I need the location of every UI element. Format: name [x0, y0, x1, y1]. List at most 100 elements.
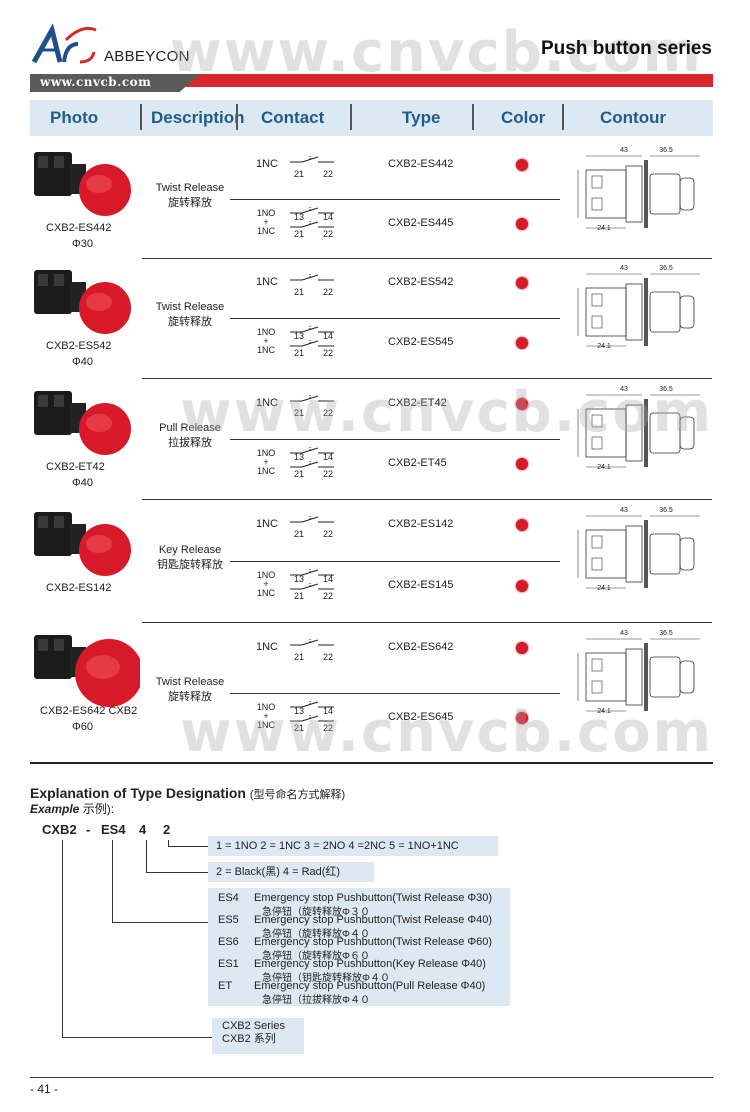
header-red-band	[178, 74, 713, 87]
contour-drawing	[577, 155, 700, 229]
dim-width: 43	[620, 265, 628, 272]
type-nonc: CXB2-ET45	[388, 457, 447, 469]
contour-wrap	[572, 633, 712, 726]
contact-symbol-icon	[290, 461, 334, 468]
code-type: ES4	[101, 822, 126, 837]
contour-drawing	[577, 515, 700, 589]
terminal-13: 13	[293, 212, 304, 222]
series-en: CXB2 Series	[222, 1020, 285, 1032]
example-cn: 示例):	[82, 802, 115, 816]
explanation-title-text: Explanation of Type Designation	[30, 785, 246, 801]
contact-symbol-icon	[290, 516, 334, 523]
product-photo-wrap	[30, 385, 140, 485]
page-number: - 41 -	[30, 1082, 59, 1096]
header-gray-band	[30, 74, 200, 92]
product-photo	[34, 391, 131, 455]
color-dot	[516, 580, 528, 592]
contact-symbol-icon	[290, 701, 334, 708]
dim-base: 24.1	[597, 464, 611, 471]
dim-width2: 36.5	[659, 507, 673, 514]
terminal-14: 14	[322, 706, 333, 716]
type-nonc: CXB2-ES545	[388, 336, 454, 348]
dim-width2: 36.5	[659, 147, 673, 154]
color-dot	[516, 159, 528, 171]
color-dot	[516, 712, 528, 724]
photo-diameter: Φ40	[72, 477, 94, 489]
photo-model: CXB2-ES642 CXB2	[40, 705, 138, 717]
type-nc: CXB2-ES642	[388, 641, 454, 653]
header-divider	[562, 104, 564, 130]
terminal-13: 13	[293, 331, 304, 341]
contact-no-symbol	[288, 699, 338, 726]
terminal-21: 21	[293, 408, 304, 418]
product-photo-wrap	[30, 264, 140, 364]
contact-nc-symbol	[288, 637, 338, 664]
terminal-21: 21	[293, 652, 304, 662]
col-photo: Photo	[50, 108, 99, 127]
terminal-21: 21	[293, 591, 304, 601]
page-title: Push button series	[540, 38, 712, 59]
example-text: Example	[30, 802, 80, 816]
series-cn: CXB2 系列	[222, 1033, 276, 1045]
col-description: Description	[151, 108, 245, 127]
brand-name: ABBEYCON	[104, 48, 190, 65]
series-desc-cn: 急停钮（旋转释放Φ６０	[262, 951, 370, 962]
series-codes-box: ES4 Emergency stop Pushbutton(Twist Rele…	[208, 888, 510, 1006]
contact-nc-symbol	[288, 713, 338, 740]
connector-line	[112, 922, 212, 923]
connector-line	[168, 846, 208, 847]
series-desc-cn: 急停钮（旋转释放Φ３０	[262, 907, 370, 918]
terminal-21: 21	[293, 723, 304, 733]
contact-nonc-label: 1NO+1NC	[256, 570, 276, 598]
dim-base: 24.1	[597, 585, 611, 592]
col-type: Type	[402, 108, 441, 127]
contour-drawing	[577, 394, 700, 468]
contact-nc-label: 1NC	[256, 641, 279, 653]
connector-line	[62, 1037, 212, 1038]
terminal-22: 22	[322, 529, 333, 539]
contact-nc-symbol	[288, 393, 338, 420]
type-nonc: CXB2-ES445	[388, 217, 454, 229]
contact-nc-symbol	[288, 459, 338, 486]
dim-width: 43	[620, 630, 628, 637]
terminal-22: 22	[322, 469, 333, 479]
connector-line	[112, 840, 113, 922]
dim-width2: 36.5	[659, 265, 673, 272]
row-half-divider	[230, 439, 560, 440]
terminal-22: 22	[322, 652, 333, 662]
terminal-13: 13	[293, 706, 304, 716]
row-half-divider	[230, 561, 560, 562]
series-desc-en: Emergency stop Pushbutton(Key Release Φ4…	[254, 958, 486, 970]
photo-diameter: Φ40	[72, 356, 94, 368]
contact-nonc-label: 1NO+1NC	[256, 327, 276, 355]
dim-width: 43	[620, 386, 628, 393]
dim-width: 43	[620, 507, 628, 514]
series-box: CXB2 Series CXB2 系列	[212, 1018, 304, 1054]
contact-nc-symbol	[288, 514, 338, 541]
terminal-21: 21	[293, 169, 304, 179]
contact-symbol-icon	[290, 715, 334, 722]
contact-no-symbol	[288, 205, 338, 232]
product-photo	[34, 512, 131, 576]
series-code: ES6	[218, 936, 239, 948]
row-half-divider	[230, 693, 560, 694]
dim-width2: 36.5	[659, 630, 673, 637]
contour-wrap	[572, 268, 712, 361]
contact-symbol-icon	[290, 395, 334, 402]
contact-no-symbol	[288, 567, 338, 594]
series-code: ET	[218, 980, 233, 992]
photo-diameter: Φ60	[72, 721, 94, 733]
row-half-divider	[230, 199, 560, 200]
product-photo	[34, 270, 131, 334]
col-contact: Contact	[261, 108, 325, 127]
color-dot	[516, 642, 528, 654]
contour-wrap	[572, 150, 712, 243]
terminal-22: 22	[322, 287, 333, 297]
color-dot	[516, 458, 528, 470]
watermark: www.cnvcb.com	[180, 700, 714, 765]
contact-nc-symbol	[288, 272, 338, 299]
